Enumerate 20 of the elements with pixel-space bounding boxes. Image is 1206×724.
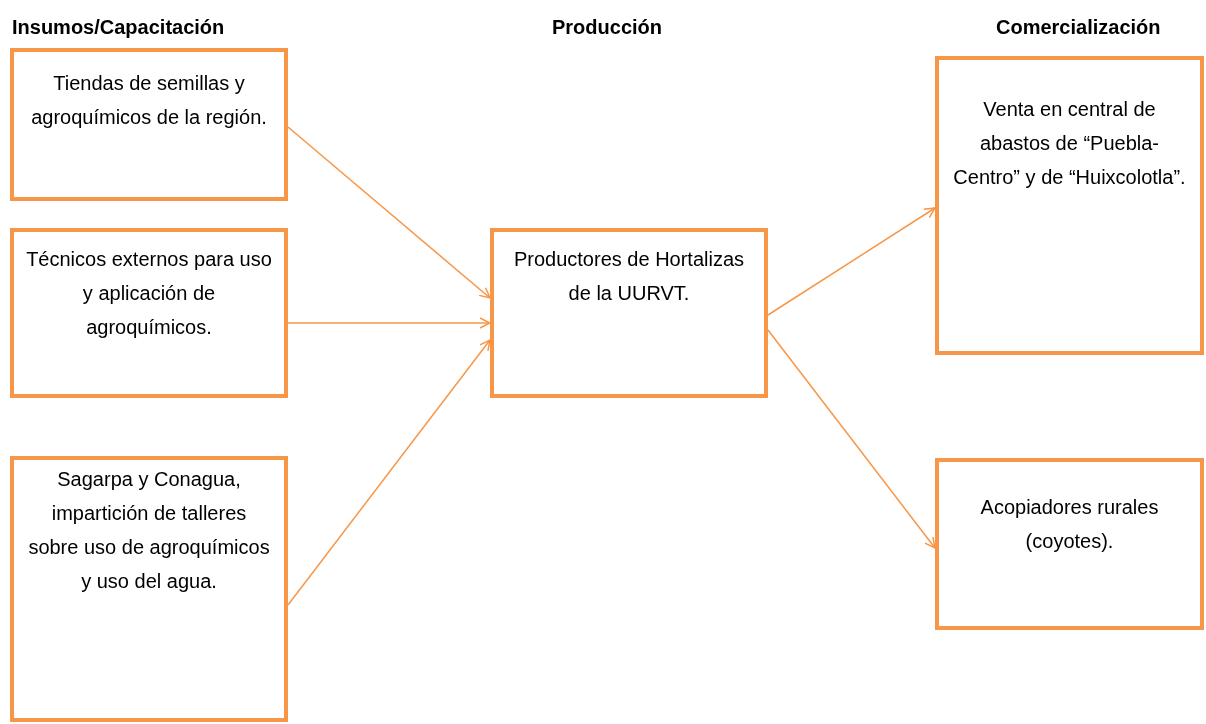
column-heading: Producción: [552, 15, 662, 40]
column-heading: Insumos/Capacitación: [12, 15, 225, 40]
arrow: [287, 126, 491, 299]
box-text: Productores de Hortalizas de la UURVT.: [512, 247, 746, 306]
process-box: [10, 456, 288, 722]
process-box: [935, 458, 1204, 630]
arrow: [287, 317, 491, 329]
process-box: [490, 228, 768, 398]
box-text: Tiendas de semillas y agroquímicos de la región.: [30, 71, 268, 130]
box-text: Venta en central de abastos de “Puebla-Centro” y de “Huixcolotla”.: [952, 97, 1187, 190]
box-text: Técnicos externos para uso y aplicación de agroquímicos.: [26, 247, 272, 340]
box-text: Acopiadores rurales (coyotes).: [979, 495, 1160, 554]
arrow: [767, 207, 936, 316]
column-heading: Comercialización: [996, 15, 1161, 40]
process-box: [10, 228, 288, 398]
process-box: [935, 56, 1204, 355]
box-text: Sagarpa y Conagua, impartición de talleres sobre uso de agroquímicos y uso del agua.: [27, 467, 271, 594]
process-box: [10, 48, 288, 201]
arrow: [287, 339, 491, 606]
arrow: [767, 329, 936, 549]
